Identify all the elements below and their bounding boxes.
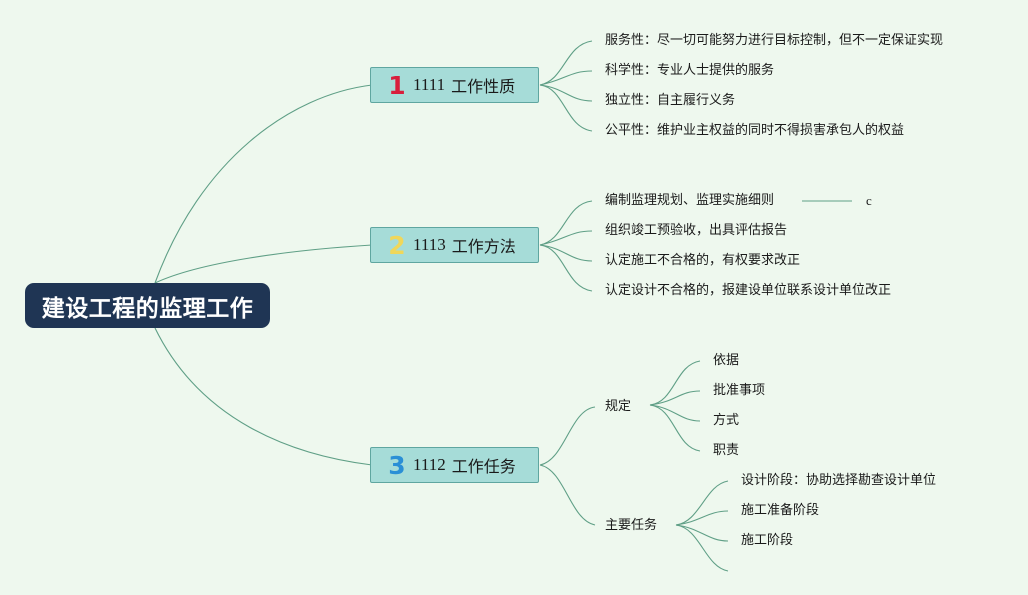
leaf-item[interactable]: 公平性：维护业主权益的同时不得损害承包人的权益: [605, 123, 905, 138]
leaf-item[interactable]: 科学性：专业人士提供的服务: [605, 63, 775, 78]
note-item[interactable]: c: [866, 193, 872, 208]
leaf-item[interactable]: 施工阶段: [741, 533, 794, 548]
branch-number: 1113: [413, 235, 446, 254]
connector-g2-item-4: [675, 524, 729, 572]
branch-title: 工作任务: [451, 457, 516, 476]
branch-node-work-nature[interactable]: 1 1111 工作性质: [370, 67, 539, 103]
priority-3-icon: 3: [388, 450, 406, 480]
leaf-item[interactable]: 方式: [713, 413, 740, 428]
connector-g1-item-1: [649, 360, 701, 406]
branch-title: 工作性质: [451, 77, 516, 96]
connector-root-branch-2: [154, 244, 373, 284]
connector-b1-item-1: [539, 40, 593, 86]
leaf-item[interactable]: 编制监理规划、监理实施细则: [605, 193, 775, 208]
connector-b2-item-2: [539, 230, 593, 246]
connector-b2-item-4: [539, 244, 593, 292]
connector-g2-item-2: [675, 510, 729, 526]
priority-1-icon: 1: [388, 70, 406, 100]
connector-b1-item-2: [539, 70, 593, 86]
leaf-item[interactable]: 服务性：尽一切可能努力进行目标控制，但不一定保证实现: [605, 33, 944, 48]
connector-b3-group-1: [539, 406, 596, 466]
leaf-item[interactable]: 施工准备阶段: [741, 503, 820, 518]
group-node-regulations[interactable]: 规定: [605, 399, 632, 414]
group-node-main-tasks[interactable]: 主要任务: [605, 518, 658, 533]
connector-g1-item-4: [649, 404, 701, 452]
branch-title: 工作方法: [451, 237, 516, 256]
branch-number: 1111: [413, 75, 446, 94]
leaf-item[interactable]: 设计阶段：协助选择勘查设计单位: [741, 473, 937, 488]
leaf-item[interactable]: 认定施工不合格的，有权要求改正: [605, 253, 801, 268]
connector-b2-item-1: [539, 200, 593, 246]
root-node[interactable]: 建设工程的监理工作: [25, 283, 270, 328]
connector-root-branch-1: [154, 84, 373, 284]
connector-root-branch-3: [154, 327, 373, 466]
branch-number: 1112: [413, 455, 446, 474]
connector-b3-group-2: [539, 464, 596, 526]
leaf-item[interactable]: 组织竣工预验收，出具评估报告: [605, 223, 788, 238]
leaf-item[interactable]: 认定设计不合格的，报建设单位联系设计单位改正: [605, 283, 892, 298]
leaf-item[interactable]: 批准事项: [713, 383, 766, 398]
root-label: 建设工程的监理工作: [41, 295, 254, 322]
branch-node-work-tasks[interactable]: 3 1112 工作任务: [370, 447, 539, 483]
leaf-item[interactable]: 独立性：自主履行义务: [605, 93, 736, 108]
priority-2-icon: 2: [388, 230, 406, 260]
leaf-item[interactable]: 依据: [713, 353, 740, 368]
connector-g2-item-1: [675, 480, 729, 526]
connector-b1-item-4: [539, 84, 593, 132]
connector-g1-item-2: [649, 390, 701, 406]
leaf-item[interactable]: 职责: [713, 443, 740, 458]
branch-node-work-method[interactable]: 2 1113 工作方法: [370, 227, 539, 263]
